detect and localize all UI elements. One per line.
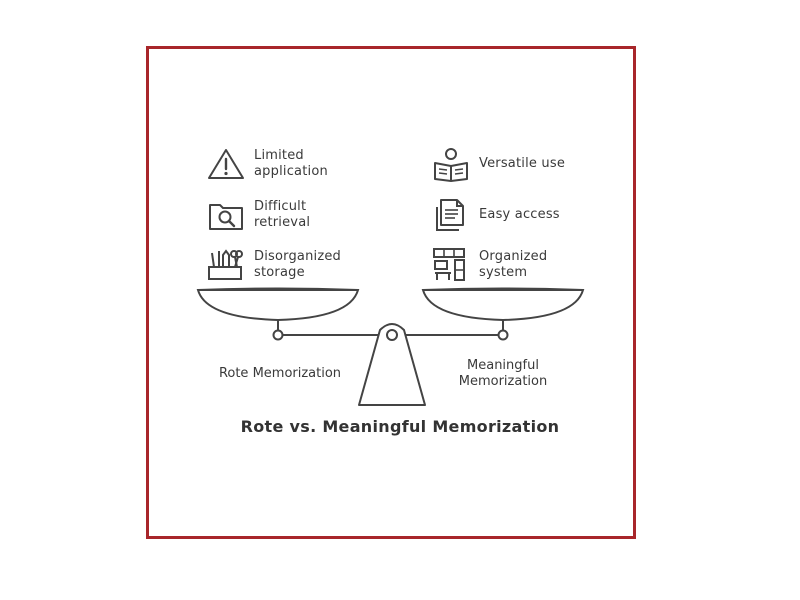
left-item-label: Limited application (254, 148, 328, 179)
right-side-label: Meaningful Memorization (458, 358, 548, 389)
left-item-difficult-retrieval: Difficult retrieval (206, 197, 310, 233)
left-item-limited-application: Limited application (206, 146, 328, 182)
left-side-label: Rote Memorization (218, 366, 342, 381)
right-item-label: Versatile use (479, 156, 566, 171)
left-item-label: Difficult retrieval (254, 199, 311, 230)
diagram-frame (146, 46, 636, 539)
person-reading-icon (434, 148, 468, 182)
folder-search-icon (209, 204, 243, 230)
diagram-title: Rote vs. Meaningful Memorization (240, 417, 560, 436)
right-item-versatile-use: Versatile use (431, 146, 565, 182)
right-item-organized-system: Organized system (431, 247, 547, 283)
organized-shelves-icon (433, 248, 465, 281)
right-item-label: Organized system (479, 249, 548, 280)
left-item-disorganized-storage: Disorganized storage (206, 247, 341, 283)
right-item-label: Easy access (479, 207, 560, 222)
left-item-label: Disorganized storage (254, 249, 342, 280)
warning-triangle-icon (208, 149, 244, 179)
right-item-easy-access: Easy access (431, 197, 560, 233)
cluttered-tools-icon (208, 249, 243, 280)
documents-icon (436, 199, 464, 231)
